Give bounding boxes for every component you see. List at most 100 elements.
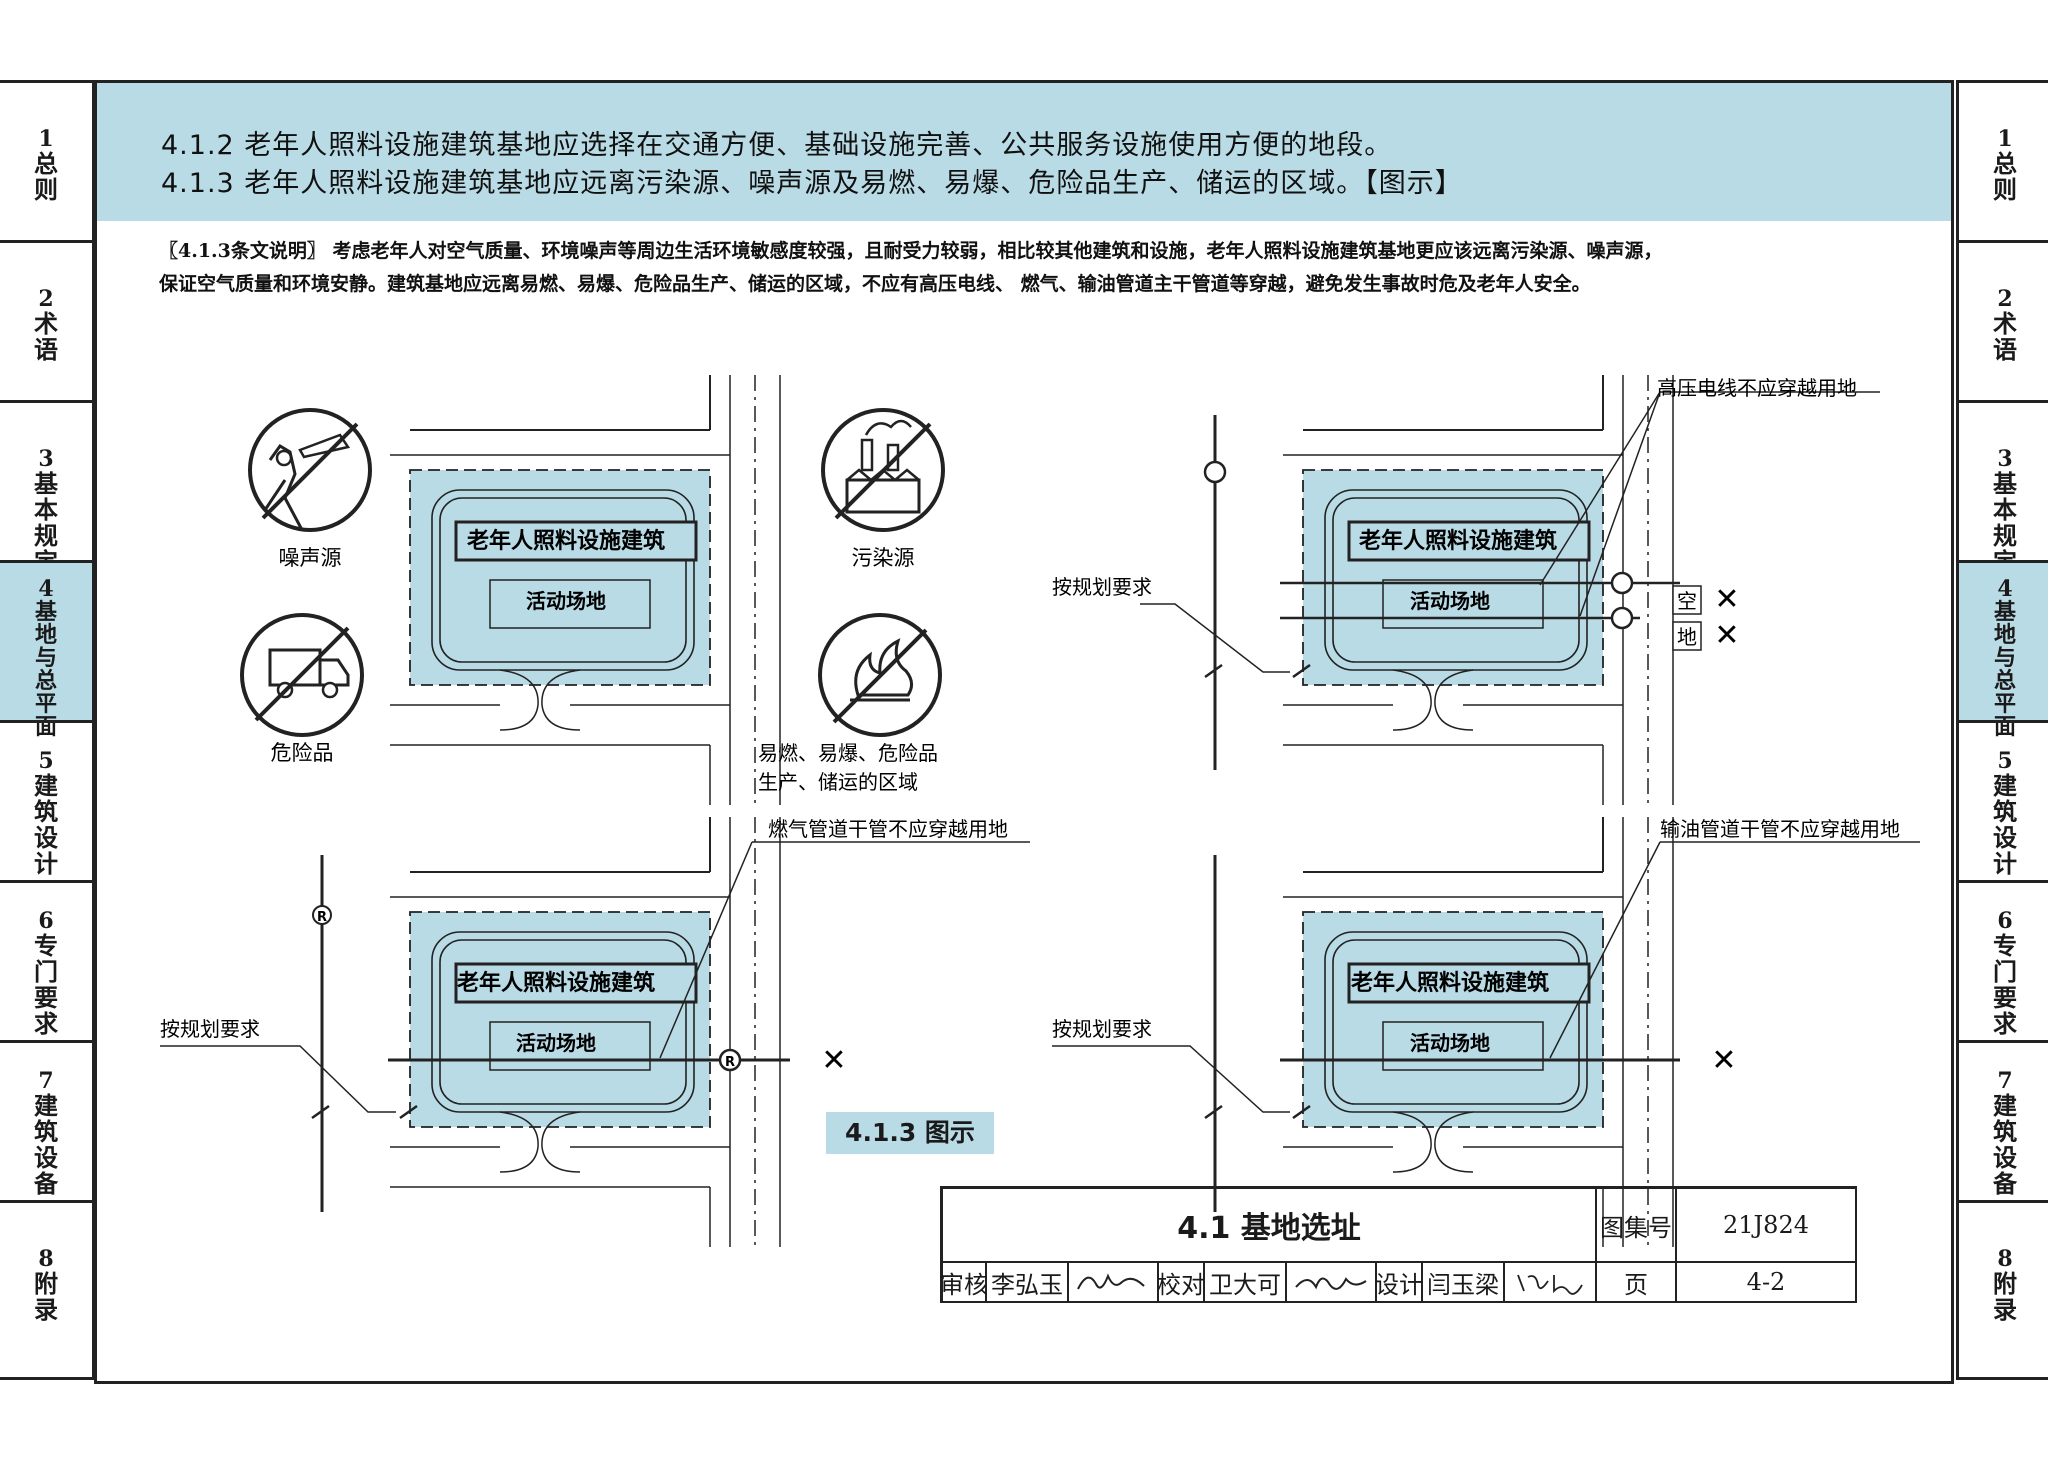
tab-number: 7 xyxy=(1997,1068,2013,1094)
activity-label: 活动场地 xyxy=(1410,589,1490,613)
section-title: 4.1 基地选址 xyxy=(943,1189,1597,1263)
building-label: 老年人照料设施建筑 xyxy=(1350,970,1549,996)
page-frame: 4.1.2 老年人照料设施建筑基地应选择在交通方便、基础设施完善、公共服务设施使… xyxy=(94,80,1954,1384)
noise-label: 噪声源 xyxy=(279,546,342,570)
di-label: 地 xyxy=(1677,625,1697,649)
building-label: 老年人照料设施建筑 xyxy=(456,970,655,996)
tab-label: 术语 xyxy=(34,309,58,364)
tab-number: 4 xyxy=(38,576,54,602)
planning-leader xyxy=(160,1045,396,1113)
tab-label: 建筑设计 xyxy=(34,771,58,878)
hazard-label: 危险品 xyxy=(271,741,334,765)
flammable-label-1: 易燃、易爆、危险品 xyxy=(758,741,938,765)
tab-number: 7 xyxy=(38,1068,54,1094)
utility-pole-line xyxy=(1203,415,1311,770)
tab-label: 建筑设备 xyxy=(34,1091,58,1198)
figure-caption: 4.1.3 图示 xyxy=(826,1112,994,1154)
tab-label: 专门要求 xyxy=(34,931,58,1038)
page-number: 4-2 xyxy=(1677,1263,1857,1303)
design-label: 设计 xyxy=(1375,1263,1423,1303)
building-label: 老年人照料设施建筑 xyxy=(1358,528,1557,554)
activity-label: 活动场地 xyxy=(1410,1031,1490,1055)
gas-main-pipe xyxy=(388,841,1030,1072)
tab-label: 基地与总平面 xyxy=(1993,599,2016,740)
tab-number: 8 xyxy=(38,1246,54,1272)
kong-label: 空 xyxy=(1677,589,1697,613)
gas-r-mark: R xyxy=(725,1055,735,1070)
kong-box xyxy=(1672,585,1702,615)
tab-label: 专门要求 xyxy=(1993,931,2017,1038)
road-line-right xyxy=(1204,855,1311,1212)
hazard-truck-icon xyxy=(240,613,364,737)
tab-number: 1 xyxy=(38,126,54,152)
tab-number: 6 xyxy=(38,908,54,934)
activity-label: 活动场地 xyxy=(516,1031,596,1055)
tab-number: 6 xyxy=(1997,908,2013,934)
clause-4-1-2: 4.1.2 老年人照料设施建筑基地应选择在交通方便、基础设施完善、公共服务设施使… xyxy=(161,130,1393,161)
tab-number: 1 xyxy=(1997,126,2013,152)
clause-header: 4.1.2 老年人照料设施建筑基地应选择在交通方便、基础设施完善、公共服务设施使… xyxy=(97,83,1951,221)
atlas-number: 21J824 xyxy=(1677,1189,1857,1263)
tab-number: 2 xyxy=(1997,286,2013,312)
explanation-line: 〖4.1.3条文说明〗 考虑老年人对空气质量、环境噪声等周边生活环境敏感度较强，… xyxy=(159,240,1663,262)
clause-explanation: 〖4.1.3条文说明〗 考虑老年人对空气质量、环境噪声等周边生活环境敏感度较强，… xyxy=(159,235,1919,301)
cross-mark: ✕ xyxy=(1711,1043,1736,1078)
designer-name: 闫玉梁 xyxy=(1423,1263,1505,1303)
tab-label: 总则 xyxy=(34,149,58,204)
cross-mark: ✕ xyxy=(1714,618,1739,653)
check-label: 校对 xyxy=(1157,1263,1205,1303)
planning-label: 按规划要求 xyxy=(1052,1017,1152,1041)
high-voltage-note: 高压电线不应穿越用地 xyxy=(1657,376,1857,400)
activity-label: 活动场地 xyxy=(526,589,606,613)
oil-main-pipe xyxy=(1280,841,1920,1062)
tab-label: 术语 xyxy=(1993,309,2017,364)
atlas-label: 图集号 xyxy=(1597,1189,1677,1263)
pollution-source-icon xyxy=(821,408,945,532)
planning-label: 按规划要求 xyxy=(160,1017,260,1041)
tab-label: 附录 xyxy=(34,1269,58,1324)
review-label: 审核 xyxy=(940,1263,988,1303)
di-box xyxy=(1672,621,1702,651)
clause-4-1-3: 4.1.3 老年人照料设施建筑基地应远离污染源、噪声源及易燃、易爆、危险品生产、… xyxy=(161,168,1463,199)
planning-leader xyxy=(1052,1045,1290,1113)
tab-number: 3 xyxy=(38,446,54,472)
explanation-line: 保证空气质量和环境安静。建筑基地应远离易燃、易爆、危险品生产、储运的区域，不应有… xyxy=(159,273,1591,295)
tab-number: 5 xyxy=(1997,748,2013,774)
tab-number: 8 xyxy=(1997,1246,2013,1272)
reviewer-name: 李弘玉 xyxy=(987,1263,1069,1303)
oil-note: 输油管道干管不应穿越用地 xyxy=(1660,817,1900,841)
tab-label: 建筑设备 xyxy=(1993,1091,2017,1198)
designer-signature xyxy=(1505,1263,1597,1303)
tab-label: 建筑设计 xyxy=(1993,771,2017,878)
high-voltage-lines xyxy=(1280,391,1880,630)
gas-r-mark: R xyxy=(317,910,327,925)
tab-number: 3 xyxy=(1997,446,2013,472)
planning-leader xyxy=(1140,603,1290,673)
planning-label: 按规划要求 xyxy=(1052,575,1152,599)
tab-number: 4 xyxy=(1997,576,2013,602)
page-label: 页 xyxy=(1597,1263,1677,1303)
building-label: 老年人照料设施建筑 xyxy=(466,528,665,554)
flammable-fire-icon xyxy=(818,613,942,737)
pollution-label: 污染源 xyxy=(852,546,915,570)
tab-number: 5 xyxy=(38,748,54,774)
cross-mark: ✕ xyxy=(1714,582,1739,617)
tab-label: 总则 xyxy=(1993,149,2017,204)
title-block: 4.1 基地选址 图集号 21J824 审核 李弘玉 校对 卫大可 设计 闫玉梁… xyxy=(940,1186,1857,1303)
